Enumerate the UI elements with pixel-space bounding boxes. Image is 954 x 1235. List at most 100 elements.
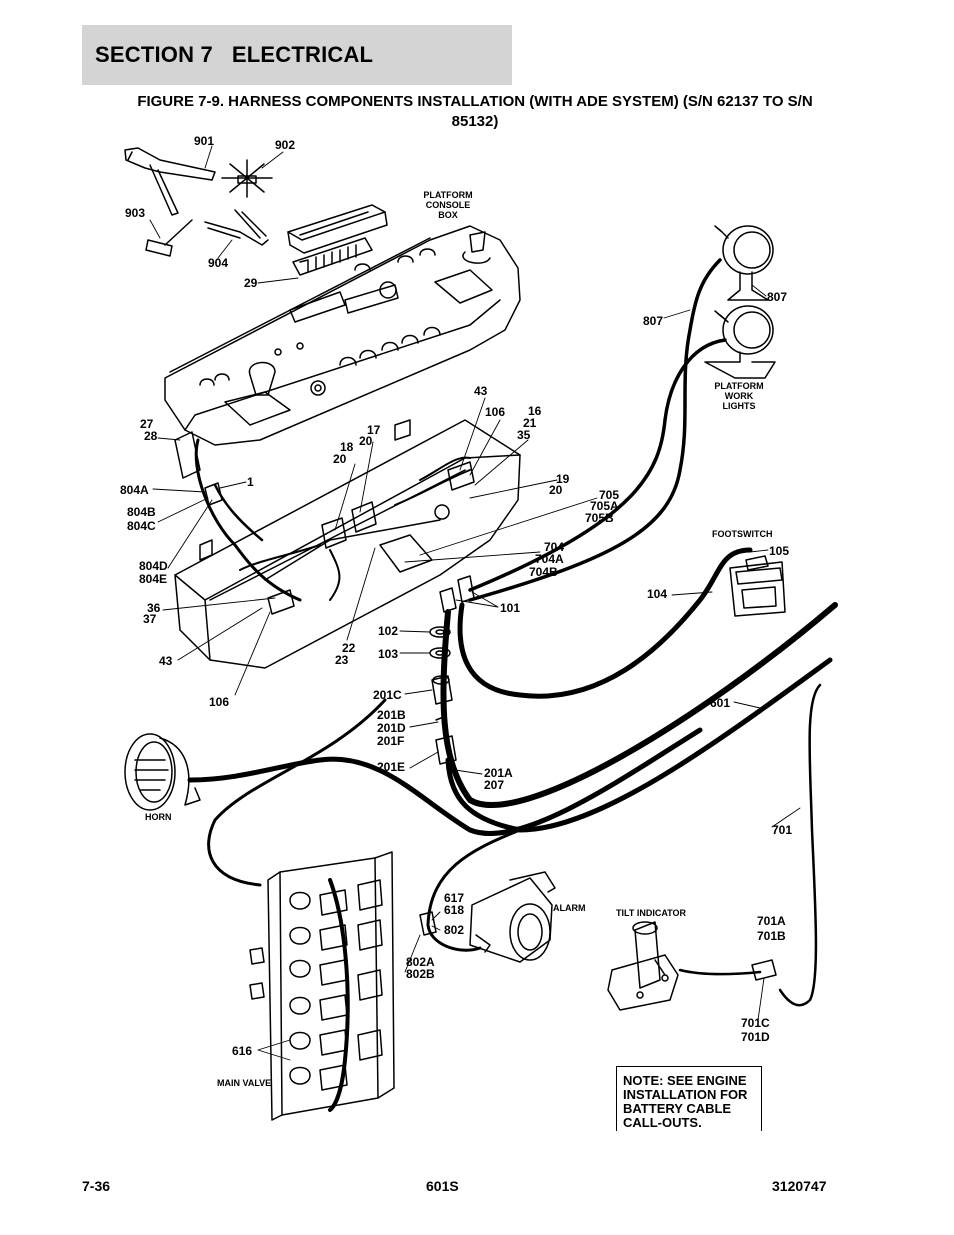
callout-104: 104	[647, 587, 667, 601]
caption-horn: HORN	[145, 812, 172, 822]
callouts: 901 902 903 904 29 27 28 804A 1 804B 804…	[120, 134, 792, 1058]
callout-705: 705	[599, 488, 619, 502]
footer-page-number: 7-36	[82, 1178, 111, 1194]
callout-701a: 701A	[757, 914, 786, 928]
caption-alarm: ALARM	[553, 903, 586, 913]
display-module	[287, 204, 388, 276]
callout-37: 37	[143, 612, 157, 626]
insertion-tool-903	[145, 219, 193, 257]
callout-903: 903	[125, 206, 145, 220]
horn	[124, 733, 201, 811]
callout-804b: 804B	[127, 505, 156, 519]
callout-616: 616	[232, 1044, 252, 1058]
caption-tilt-indicator: TILT INDICATOR	[616, 908, 686, 918]
callout-22: 22	[342, 641, 356, 655]
connector-804a	[204, 482, 223, 506]
footswitch	[729, 555, 786, 617]
figure-title-line-1: FIGURE 7-9. HARNESS COMPONENTS INSTALLAT…	[137, 93, 813, 110]
callout-20-a: 20	[333, 452, 347, 466]
connector-617-618	[419, 911, 437, 936]
callout-705a: 705A	[590, 499, 619, 513]
figure-title: FIGURE 7-9. HARNESS COMPONENTS INSTALLAT…	[90, 92, 860, 132]
harness-cables	[187, 258, 838, 1112]
callout-804e: 804E	[139, 572, 167, 586]
callout-103: 103	[378, 647, 398, 661]
callout-704a: 704A	[535, 552, 564, 566]
callout-36: 36	[147, 601, 161, 615]
main-valve	[249, 851, 395, 1121]
section-header: SECTION 7 ELECTRICAL	[82, 25, 512, 85]
callout-802b: 802B	[406, 967, 435, 981]
footer-doc-number: 3120747	[772, 1178, 827, 1194]
callout-201f: 201F	[377, 734, 404, 748]
callout-19: 19	[556, 472, 570, 486]
caption-main-valve: MAIN VALVE	[217, 1078, 271, 1088]
work-light-lower	[704, 305, 776, 379]
work-light-upper	[714, 225, 774, 301]
figure-title-line-2: 85132)	[451, 113, 499, 130]
callout-1: 1	[247, 475, 254, 489]
terminal-tool-902	[221, 159, 273, 198]
callout-21: 21	[523, 416, 537, 430]
caption-platform-work-lights-2: WORK	[725, 391, 754, 401]
callout-804a: 804A	[120, 483, 149, 497]
callout-29: 29	[244, 276, 258, 290]
note-line-4: CALL-OUTS.	[623, 1115, 702, 1130]
callout-701b: 701B	[757, 929, 786, 943]
footer-model: 601S	[426, 1178, 459, 1194]
callout-20-b: 20	[359, 434, 373, 448]
callout-201a: 201A	[484, 766, 513, 780]
callout-101: 101	[500, 601, 520, 615]
section-title: SECTION 7 ELECTRICAL	[95, 42, 374, 67]
callout-43-upper: 43	[474, 384, 488, 398]
alarm	[469, 871, 556, 963]
caption-platform-work-lights-1: PLATFORM	[714, 381, 763, 391]
crimp-tool-901	[124, 147, 216, 216]
callout-901: 901	[194, 134, 214, 148]
captions: PLATFORM CONSOLE BOX PLATFORM WORK LIGHT…	[145, 190, 773, 1088]
callout-701d: 701D	[741, 1030, 770, 1044]
callout-618: 618	[444, 903, 464, 917]
caption-platform-console-box-3: BOX	[438, 210, 458, 220]
callout-207: 207	[484, 778, 504, 792]
console-box	[174, 419, 521, 669]
callout-201c: 201C	[373, 688, 402, 702]
note-line-1: NOTE: SEE ENGINE	[623, 1073, 747, 1088]
callout-27: 27	[140, 417, 154, 431]
note-box: NOTE: SEE ENGINE INSTALLATION FOR BATTER…	[616, 1066, 762, 1131]
callout-701c: 701C	[741, 1016, 770, 1030]
callout-804c: 804C	[127, 519, 156, 533]
caption-footswitch: FOOTSWITCH	[712, 529, 773, 539]
callout-35: 35	[517, 428, 531, 442]
bulkhead-connectors	[429, 575, 475, 765]
callout-804d: 804D	[139, 559, 168, 573]
callout-23: 23	[335, 653, 349, 667]
callout-16: 16	[528, 404, 542, 418]
callout-704: 704	[544, 540, 564, 554]
callout-904: 904	[208, 256, 228, 270]
callout-705b: 705B	[585, 511, 614, 525]
callout-807-right: 807	[767, 290, 787, 304]
tilt-indicator	[607, 921, 679, 1011]
leader-lines	[149, 145, 801, 1061]
callout-201b: 201B	[377, 708, 406, 722]
callout-617: 617	[444, 891, 464, 905]
callout-18: 18	[340, 440, 354, 454]
note-text: NOTE: SEE ENGINE INSTALLATION FOR BATTER…	[623, 1074, 763, 1130]
callout-201e: 201E	[377, 760, 405, 774]
callout-701: 701	[772, 823, 792, 837]
callout-807-left: 807	[643, 314, 663, 328]
callout-601: 601	[710, 696, 730, 710]
caption-platform-console-box-1: PLATFORM	[423, 190, 472, 200]
note-line-2: INSTALLATION FOR	[623, 1087, 748, 1102]
connector-701	[751, 959, 777, 981]
callout-105: 105	[769, 544, 789, 558]
caption-platform-console-box-2: CONSOLE	[426, 200, 471, 210]
callout-704b: 704B	[529, 565, 558, 579]
callout-28: 28	[144, 429, 158, 443]
callout-106-upper: 106	[485, 405, 505, 419]
console-lid	[164, 225, 521, 446]
callout-802a: 802A	[406, 955, 435, 969]
stripping-tool-904	[204, 209, 269, 246]
